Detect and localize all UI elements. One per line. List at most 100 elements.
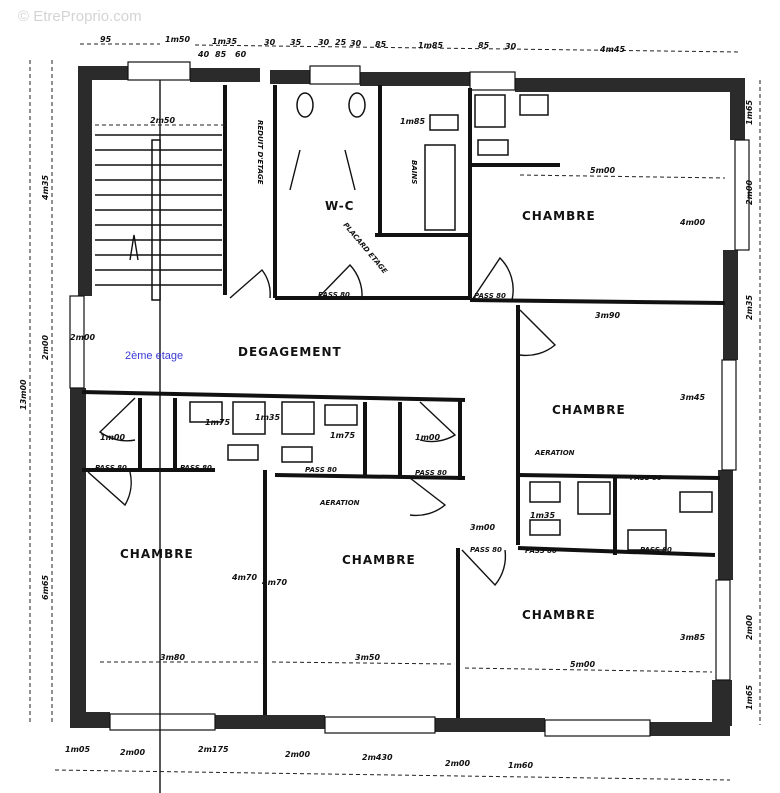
room-label-chambre: CHAMBRE <box>120 547 194 561</box>
sink <box>519 94 549 116</box>
dimension-label: 1m85 <box>400 117 425 126</box>
sink <box>189 401 223 423</box>
dimension-label: 4m35 <box>41 175 50 201</box>
window <box>309 65 361 85</box>
room-label-bains: BAINS <box>410 160 418 184</box>
door-label: PASS 80 <box>305 466 337 474</box>
window <box>715 579 731 681</box>
dimension-label: 30 <box>264 38 276 47</box>
fixtures <box>189 92 713 551</box>
dimension-label: 1m00 <box>100 433 125 442</box>
room-label-chambre: CHAMBRE <box>342 553 416 567</box>
shower <box>577 481 611 515</box>
wall-top <box>360 72 470 86</box>
dimension-label: 2m00 <box>120 748 145 757</box>
dimension-label: 2m50 <box>150 116 175 125</box>
dimension-label: 3m45 <box>680 393 705 402</box>
dimension-label: 30 <box>318 38 330 47</box>
window <box>127 61 191 81</box>
interior-walls <box>81 85 726 718</box>
aeration-label: AERATION <box>319 499 360 507</box>
dimension-label: 25 <box>335 38 347 47</box>
dimension-label: 85 <box>478 41 490 50</box>
dimension-label: 1m75 <box>205 418 230 427</box>
dimension-label: 85 <box>375 40 387 49</box>
bidet <box>281 446 313 463</box>
door-label: PASS 80 <box>640 546 672 554</box>
dimension-label: 3m50 <box>355 653 380 662</box>
shower <box>281 401 315 435</box>
dimension-label: 2m35 <box>745 295 754 320</box>
dimension-label: 85 <box>215 50 227 59</box>
window <box>544 719 651 737</box>
room-label-chambre: CHAMBRE <box>522 209 596 223</box>
dimension-label: 60 <box>235 50 247 59</box>
dimension-label: 30 <box>350 39 362 48</box>
dimension-label: 2m00 <box>745 615 754 640</box>
door-label: PASS 80 <box>525 547 557 555</box>
windows <box>69 61 750 737</box>
staircase <box>95 80 222 793</box>
door-label: PASS 80 <box>318 291 350 299</box>
floor-label: 2ème etage <box>125 350 184 362</box>
dimension-label: 4m70 <box>261 578 287 587</box>
toilet-icon <box>348 92 366 118</box>
wall-left <box>78 66 92 296</box>
dimension-label: 13m00 <box>19 379 28 410</box>
exterior-walls <box>70 66 745 736</box>
dimension-label: 3m80 <box>160 653 185 662</box>
sink <box>679 491 713 513</box>
dimension-label: 2m00 <box>41 335 50 360</box>
dimension-label: 3m85 <box>680 633 705 642</box>
dimension-label: 5m00 <box>570 660 595 669</box>
aeration-label: AERATION <box>534 449 575 457</box>
wall-bottom <box>70 712 110 728</box>
dimensions-bottom: 1m05 2m00 2m175 2m00 2m430 2m00 1m60 <box>65 745 533 770</box>
wall-left <box>70 388 86 728</box>
dimension-label: 2m175 <box>198 745 229 754</box>
dimension-label: 1m35 <box>530 511 555 520</box>
dimension-label: 1m65 <box>745 685 754 710</box>
bidet <box>529 519 561 536</box>
arrow-up-icon <box>129 234 139 261</box>
dimension-label: 2m00 <box>70 333 95 342</box>
wall-right <box>718 470 733 580</box>
room-label-reduit: REDUIT D'ETAGE <box>256 120 264 185</box>
dimension-label: 1m00 <box>415 433 440 442</box>
window <box>469 71 516 91</box>
door-label: PASS 80 <box>630 474 662 482</box>
wall-bottom <box>435 718 545 732</box>
dimension-label: 95 <box>100 35 112 44</box>
dimension-label: 2m00 <box>745 180 754 205</box>
room-label-wc: W-C <box>325 199 354 213</box>
sink <box>429 114 459 131</box>
window <box>734 139 750 251</box>
sink <box>627 529 667 551</box>
door-label: PASS 80 <box>180 464 212 472</box>
wall-top <box>270 70 310 84</box>
room-label-degagement: DEGAGEMENT <box>238 345 342 359</box>
doors <box>87 149 557 587</box>
dimension-label: 1m60 <box>508 761 533 770</box>
room-label-chambre: CHAMBRE <box>522 608 596 622</box>
window <box>324 716 436 734</box>
dimension-lines <box>29 43 761 781</box>
door-label: PASS 80 <box>474 292 506 300</box>
door-label: PASS 80 <box>415 469 447 477</box>
dimension-label: 2m430 <box>362 753 393 762</box>
dimension-label: 4m45 <box>599 45 625 54</box>
sink <box>529 481 561 503</box>
door-label: PASS 80 <box>95 464 127 472</box>
shower <box>232 401 266 435</box>
dimension-label: 2m00 <box>445 759 470 768</box>
dimension-label: 1m35 <box>212 37 237 46</box>
dimension-label: 3m00 <box>470 523 495 532</box>
dimension-label: 2m00 <box>285 750 310 759</box>
dimension-label: 3m90 <box>595 311 620 320</box>
dimension-label: 1m05 <box>65 745 90 754</box>
dimension-label: 5m00 <box>590 166 615 175</box>
dimension-label: 1m85 <box>418 41 443 50</box>
